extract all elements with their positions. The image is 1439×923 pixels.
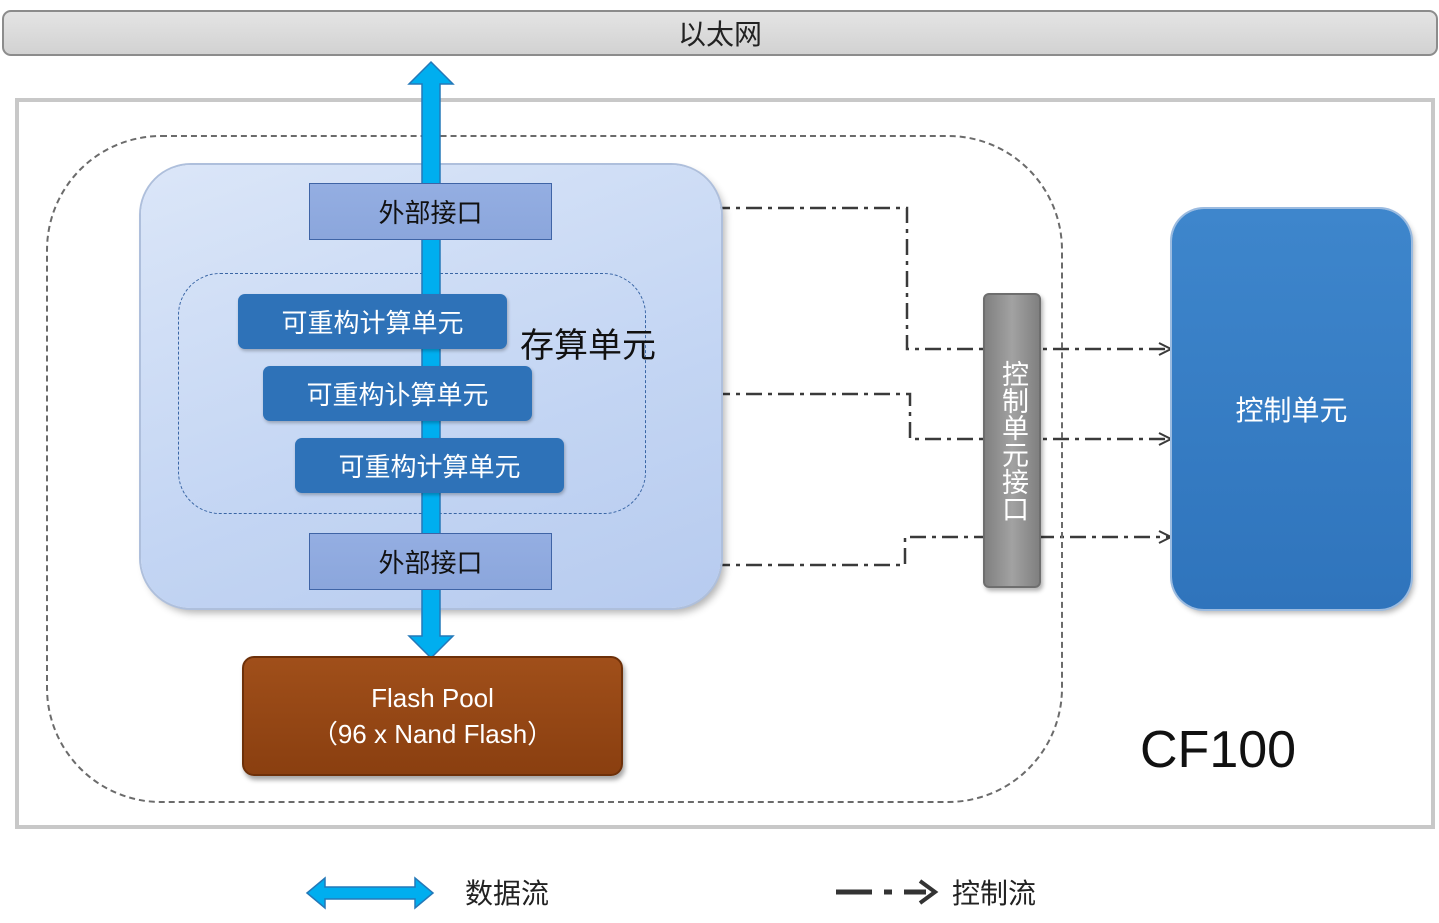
control-flow-line-bottom: [554, 537, 1170, 567]
legend-control-flow-icon: [836, 879, 939, 905]
control-unit-label: 控制单元: [1235, 394, 1348, 427]
legend-data-flow-icon: [305, 876, 435, 910]
legend-control-flow-label: 控制流: [952, 877, 1037, 910]
flash-pool-title: Flash Pool: [371, 683, 494, 713]
external-interface-bottom: 外部接口: [309, 533, 552, 590]
ethernet-label: 以太网: [677, 18, 762, 51]
storage-subsystem-region: [46, 135, 1063, 803]
storage-unit-label: 存算单元: [520, 326, 656, 366]
control-unit: 控制单元: [1172, 209, 1411, 609]
compute-unit-3: 可重构计算单元: [295, 438, 564, 493]
control-unit-interface: [983, 293, 1041, 588]
compute-unit-1-label: 可重构计算单元: [281, 309, 464, 339]
compute-units-region: [178, 273, 646, 514]
external-interface-bottom-label: 外部接口: [378, 549, 483, 579]
control-flow-line-top: [554, 206, 1170, 349]
control-flow-line-middle: [650, 392, 1170, 439]
flash-pool: Flash Pool （96 x Nand Flash）: [242, 656, 623, 776]
cf100-system-frame: [15, 98, 1435, 829]
compute-unit-1: 可重构计算单元: [238, 294, 507, 349]
external-interface-top: 外部接口: [309, 183, 552, 240]
flash-pool-subtitle: （96 x Nand Flash）: [311, 719, 554, 749]
compute-unit-2: 可重构讣算单元: [263, 366, 532, 421]
ethernet-bar: 以太网: [2, 10, 1438, 56]
external-interface-top-label: 外部接口: [378, 199, 483, 229]
legend-data-flow-label: 数据流: [465, 877, 550, 910]
model-label: CF100: [1140, 721, 1297, 779]
control-unit-interface-label: 控制单元接口: [997, 360, 1028, 522]
compute-unit-2-label: 可重构讣算单元: [306, 381, 489, 411]
compute-unit-3-label: 可重构计算单元: [338, 453, 521, 483]
